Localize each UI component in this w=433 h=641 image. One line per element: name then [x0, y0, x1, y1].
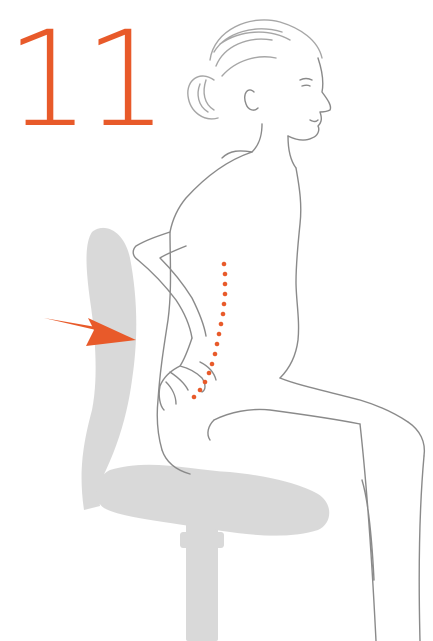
eye — [300, 79, 312, 87]
spine-dot — [210, 362, 215, 367]
spine-dot — [213, 352, 218, 357]
seated-woman-icon — [133, 20, 424, 641]
face-profile — [288, 58, 331, 140]
shin-front — [419, 456, 424, 641]
front-torso — [280, 168, 301, 378]
chair-column-ring — [180, 532, 224, 548]
spine-dot — [223, 282, 228, 287]
spine-dot — [207, 371, 212, 376]
back-outline — [170, 152, 252, 232]
hair-bun-detail — [198, 80, 214, 112]
arrow-shaft — [44, 318, 96, 330]
spine-dot — [192, 395, 197, 400]
mouth — [310, 120, 318, 122]
chair-seat — [96, 465, 329, 536]
neck — [252, 124, 296, 168]
spine-dot — [222, 302, 227, 307]
spine-dot — [221, 312, 226, 317]
spine-dot — [223, 272, 228, 277]
spine-dot — [223, 292, 228, 297]
hand — [159, 338, 205, 410]
shin-back — [360, 424, 376, 641]
inner-hip — [208, 420, 214, 440]
ear — [245, 90, 258, 110]
spine-dot — [215, 342, 220, 347]
office-chair-icon — [82, 228, 330, 641]
spine-dot — [219, 322, 224, 327]
spine-dot — [203, 380, 208, 385]
shoulder — [222, 151, 252, 158]
spine-dot — [217, 332, 222, 337]
spine-dotted-line-icon — [192, 262, 228, 400]
lower-back — [157, 232, 170, 450]
hair-bun — [188, 76, 218, 119]
hair — [210, 20, 322, 76]
thigh-lower — [214, 409, 360, 424]
thigh-top — [280, 378, 408, 422]
knee — [408, 422, 424, 456]
step-number: 11 — [6, 14, 162, 146]
spine-dot — [198, 388, 203, 393]
spine-dot — [222, 262, 227, 267]
upper-arm-inner — [160, 246, 206, 336]
